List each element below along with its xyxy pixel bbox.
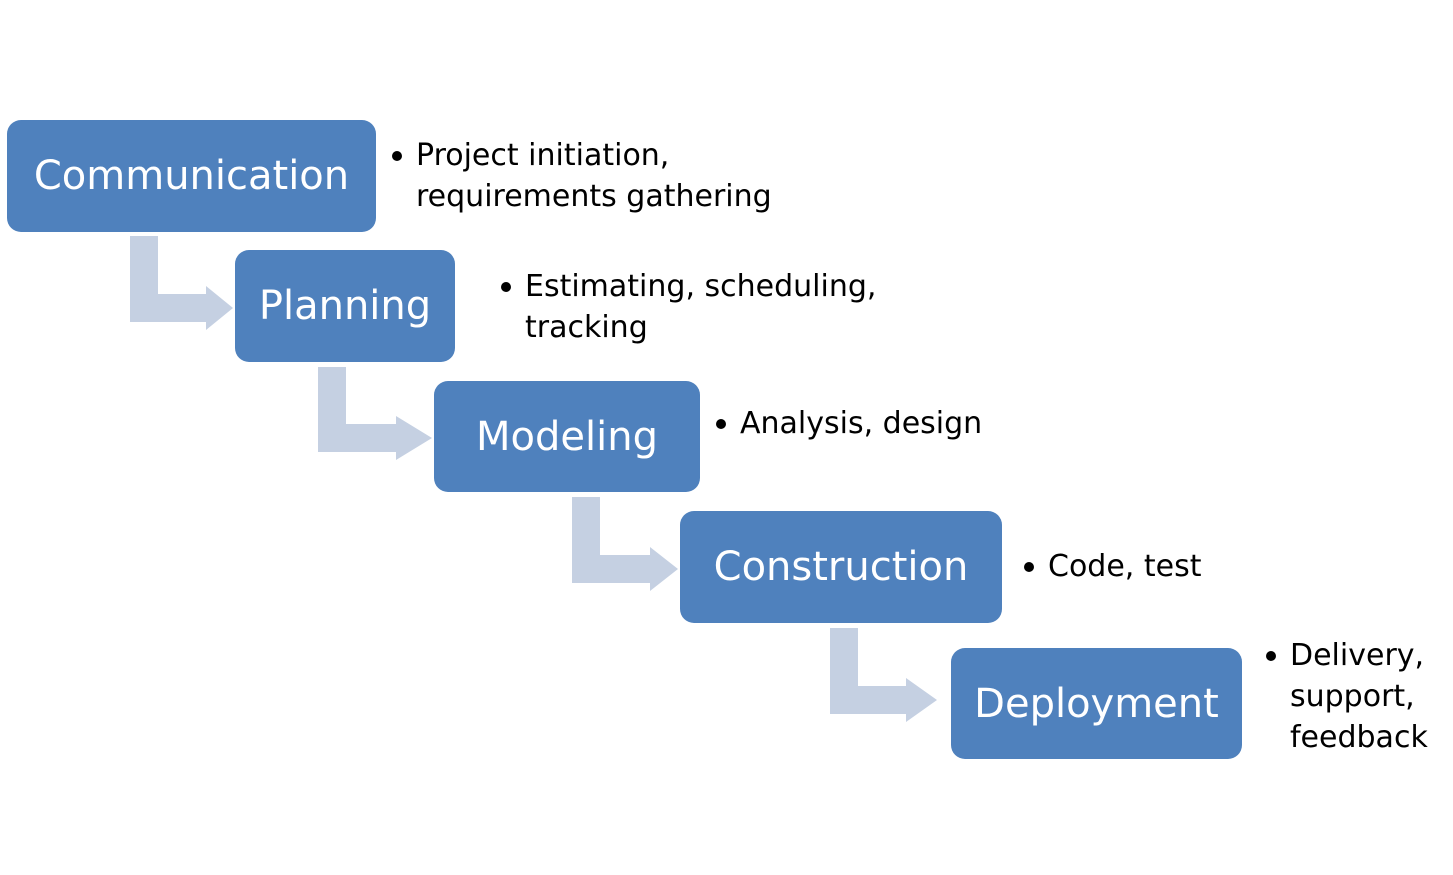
step-label: Modeling — [476, 413, 658, 460]
note-line: Estimating, scheduling, — [525, 269, 877, 304]
bent-arrow-icon — [572, 497, 678, 591]
step-notes-deployment: Delivery, support, feedback — [1264, 635, 1428, 758]
note-item: Delivery, support, feedback — [1264, 635, 1428, 758]
step-planning: Planning — [235, 250, 455, 362]
note-item: Project initiation, requirements gatherin… — [390, 135, 772, 217]
step-notes-construction: Code, test — [1022, 546, 1202, 587]
note-line: requirements gathering — [416, 179, 772, 214]
note-line: Project initiation, — [416, 138, 670, 173]
bent-arrow-icon — [318, 367, 432, 460]
note-line: Analysis, design — [740, 406, 983, 441]
note-line: tracking — [525, 310, 648, 345]
bent-arrow-icon — [130, 236, 233, 330]
step-modeling: Modeling — [434, 381, 700, 492]
step-label: Planning — [258, 283, 432, 329]
step-label: Deployment — [974, 680, 1219, 727]
note-line: Code, test — [1048, 549, 1202, 584]
note-line: Delivery, — [1290, 638, 1425, 673]
step-communication: Communication — [7, 120, 376, 232]
step-notes-planning: Estimating, scheduling, tracking — [499, 266, 876, 348]
bent-arrow-icon — [830, 628, 937, 722]
note-item: Code, test — [1022, 546, 1202, 587]
step-deployment: Deployment — [951, 648, 1242, 759]
note-line: support, — [1290, 679, 1415, 714]
step-construction: Construction — [680, 511, 1002, 623]
note-item: Estimating, scheduling, tracking — [499, 266, 876, 348]
step-label: Construction — [713, 544, 969, 590]
step-label: Communication — [33, 153, 350, 199]
note-item: Analysis, design — [714, 403, 982, 444]
step-notes-modeling: Analysis, design — [714, 403, 982, 444]
note-line: feedback — [1290, 720, 1428, 755]
step-notes-communication: Project initiation, requirements gatherin… — [390, 135, 772, 217]
